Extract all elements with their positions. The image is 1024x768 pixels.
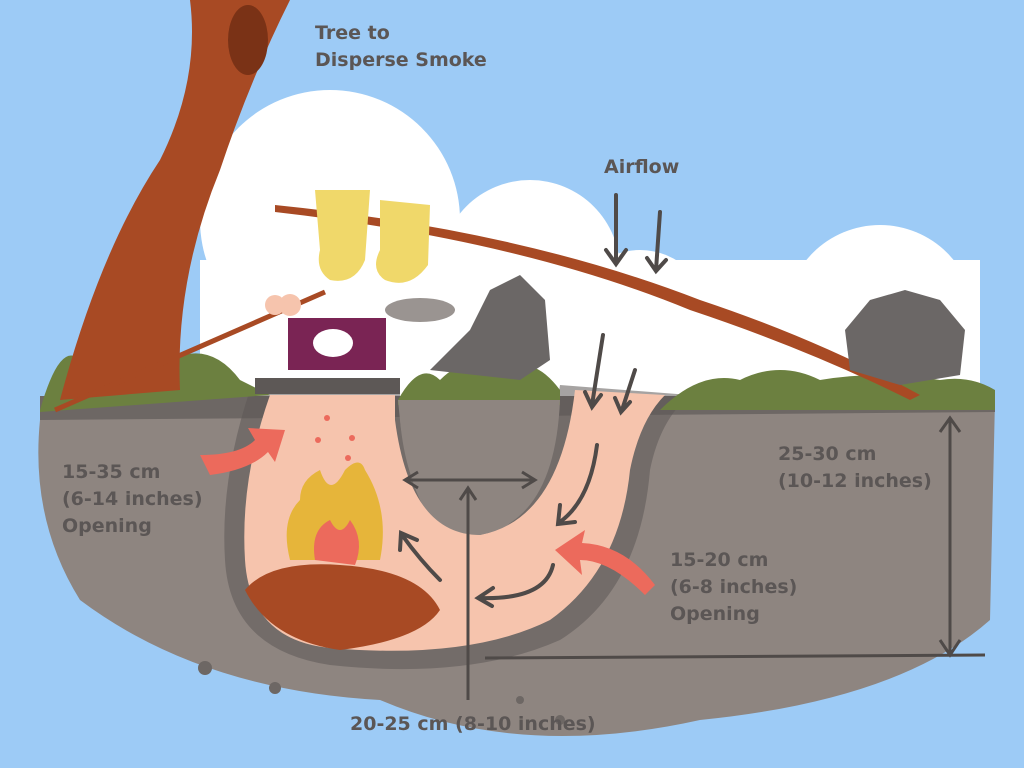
fire-opening-line: 15-35 cm xyxy=(62,461,161,483)
earth-divider xyxy=(398,400,560,535)
air-opening-line: Opening xyxy=(670,603,760,625)
marshmallow xyxy=(279,294,301,316)
measurement-lines xyxy=(402,415,986,700)
fire-opening-label: 15-35 cm (6-14 inches) Opening xyxy=(62,459,203,540)
spacing-label: 20-25 cm (8-10 inches) xyxy=(350,713,596,735)
pot-window xyxy=(313,329,353,357)
tree-trunk xyxy=(60,0,290,400)
tree-label: Tree to Disperse Smoke xyxy=(315,20,487,74)
air-opening-label: 15-20 cm (6-8 inches) Opening xyxy=(670,547,797,628)
tree-label-line: Tree to xyxy=(315,22,390,44)
rock xyxy=(430,275,550,380)
air-opening-line: (6-8 inches) xyxy=(670,576,798,598)
tree-label-line: Disperse Smoke xyxy=(315,49,487,71)
air-opening-line: 15-20 cm xyxy=(670,549,769,571)
sparks xyxy=(315,415,355,461)
campfire xyxy=(245,462,440,650)
airflow-arrows xyxy=(398,193,668,608)
depth-line: (10-12 inches) xyxy=(778,470,932,492)
fire-opening-line: (6-14 inches) xyxy=(62,488,203,510)
airflow-red-arrow-left xyxy=(200,428,285,475)
grate xyxy=(255,378,400,394)
depth-label: 25-30 cm (10-12 inches) xyxy=(778,441,932,495)
marshmallow xyxy=(265,295,285,315)
rock-right xyxy=(845,290,965,385)
fire-opening-line: Opening xyxy=(62,515,152,537)
pebbles xyxy=(198,661,565,725)
airflow-label: Airflow xyxy=(604,156,680,178)
tree-knot xyxy=(228,5,268,75)
pan xyxy=(385,298,455,322)
airflow-red-arrow-right xyxy=(555,530,655,595)
depth-line: 25-30 cm xyxy=(778,443,877,465)
socks xyxy=(315,190,430,283)
